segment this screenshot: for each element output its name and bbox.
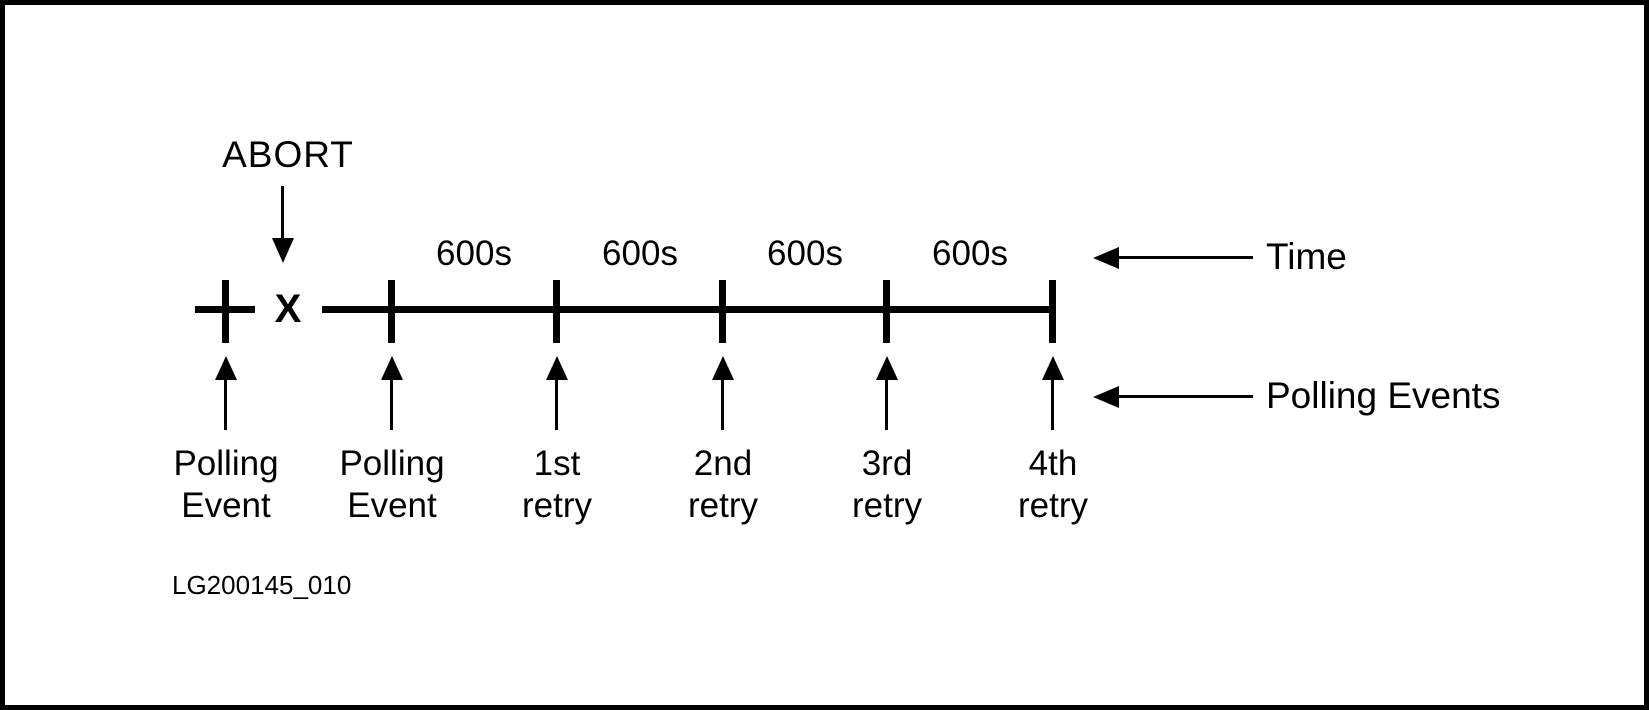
event-label-line1: 2nd: [693, 444, 753, 483]
event-label-line2: Event: [347, 486, 437, 525]
event-label-line1: Polling: [173, 444, 279, 483]
up-arrow-shaft: [390, 378, 393, 430]
event-label-line1: 1st: [533, 444, 581, 483]
polling-events-label: Polling Events: [1266, 375, 1501, 416]
time-arrow-shaft: [1117, 256, 1253, 259]
tick-mark: [719, 280, 726, 343]
timeline-segment-main: [322, 306, 1053, 313]
tick-mark: [388, 280, 395, 343]
tick-mark: [1049, 280, 1056, 343]
up-arrowhead-icon: [876, 356, 898, 380]
up-arrow-shaft: [555, 378, 558, 430]
event-label: 2nd retry: [688, 443, 758, 527]
event-label-line2: Event: [181, 486, 271, 525]
polling-events-arrow-shaft: [1117, 395, 1253, 398]
left-arrowhead-icon: [1093, 247, 1119, 269]
interval-label: 600s: [602, 234, 678, 273]
up-arrow-shaft: [224, 378, 227, 430]
event-label: 1st retry: [522, 443, 592, 527]
up-arrow-shaft: [1051, 378, 1054, 430]
abort-arrow-shaft: [281, 186, 284, 240]
interval-label: 600s: [436, 234, 512, 273]
abort-x-marker: X: [274, 287, 302, 331]
event-label-line2: retry: [688, 486, 758, 525]
up-arrowhead-icon: [215, 356, 237, 380]
event-label-line2: retry: [1018, 486, 1088, 525]
up-arrowhead-icon: [712, 356, 734, 380]
event-label-line2: retry: [522, 486, 592, 525]
interval-label: 600s: [932, 234, 1008, 273]
event-label: Polling Event: [173, 443, 278, 527]
event-label-line1: Polling: [339, 444, 445, 483]
event-label-line1: 3rd: [861, 444, 913, 483]
figure-id-caption: LG200145_010: [172, 570, 352, 600]
time-axis-label: Time: [1266, 236, 1347, 277]
event-label: 4th retry: [1018, 443, 1088, 527]
event-label: 3rd retry: [852, 443, 922, 527]
tick-mark: [222, 280, 229, 343]
event-label: Polling Event: [339, 443, 444, 527]
up-arrow-shaft: [885, 378, 888, 430]
up-arrow-shaft: [721, 378, 724, 430]
event-label-line2: retry: [852, 486, 922, 525]
tick-mark: [553, 280, 560, 343]
left-arrowhead-icon: [1093, 386, 1119, 408]
tick-mark: [883, 280, 890, 343]
up-arrowhead-icon: [381, 356, 403, 380]
interval-label: 600s: [767, 234, 843, 273]
up-arrowhead-icon: [1042, 356, 1064, 380]
up-arrowhead-icon: [546, 356, 568, 380]
abort-arrowhead-icon: [272, 238, 294, 263]
abort-label: ABORT: [222, 134, 354, 175]
event-label-line1: 4th: [1028, 444, 1078, 483]
